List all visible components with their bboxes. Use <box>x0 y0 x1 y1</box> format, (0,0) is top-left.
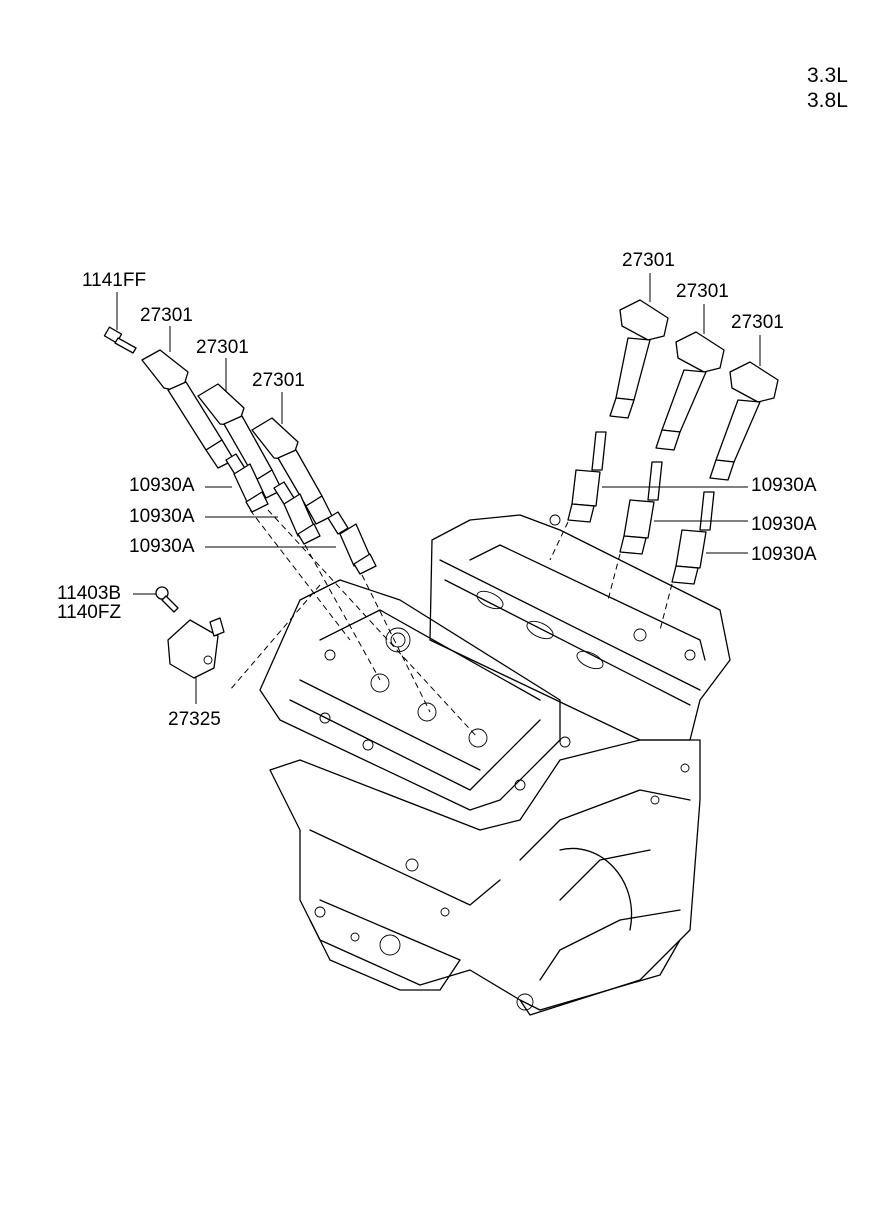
label-27301-right-2: 27301 <box>676 281 729 302</box>
spark-plug-left-1 <box>225 453 269 513</box>
ignition-coil-left-3 <box>251 417 333 525</box>
engine-block <box>259 514 731 1016</box>
label-27301-right-3: 27301 <box>731 312 784 333</box>
label-10930a-right-3: 10930A <box>751 544 817 565</box>
condenser-27325 <box>167 617 225 679</box>
label-10930a-right-2: 10930A <box>751 514 817 535</box>
spark-plug-right-1 <box>567 431 607 523</box>
label-27301-left-2: 27301 <box>196 337 249 358</box>
ignition-coil-right-2 <box>655 331 725 451</box>
label-27301-left-1: 27301 <box>140 305 193 326</box>
spark-plug-right-2 <box>619 461 663 555</box>
label-1141ff: 1141FF <box>82 270 147 291</box>
label-27301-right-1: 27301 <box>622 250 675 271</box>
label-10930a-left-3: 10930A <box>129 536 195 557</box>
label-10930a-right-1: 10930A <box>751 475 817 496</box>
bolt-11403b <box>155 586 179 613</box>
label-27301-left-3: 27301 <box>252 370 305 391</box>
label-27325: 27325 <box>168 709 221 730</box>
engine-variant-33: 3.3L <box>807 64 848 87</box>
engine-variant-38: 3.8L <box>807 89 848 112</box>
label-10930a-left-2: 10930A <box>129 506 195 527</box>
ignition-coil-right-1 <box>609 299 669 419</box>
label-1140fz: 1140FZ <box>57 602 122 623</box>
bolt-1141ff <box>103 326 137 354</box>
spark-plug-right-3 <box>671 491 715 585</box>
leader-lines <box>116 273 761 704</box>
label-11403b: 11403B <box>57 583 122 604</box>
spark-plug-left-3 <box>327 511 377 575</box>
ignition-coil-right-3 <box>709 361 779 481</box>
spark-plug-left-2 <box>273 481 321 545</box>
label-10930a-left-1: 10930A <box>129 475 195 496</box>
